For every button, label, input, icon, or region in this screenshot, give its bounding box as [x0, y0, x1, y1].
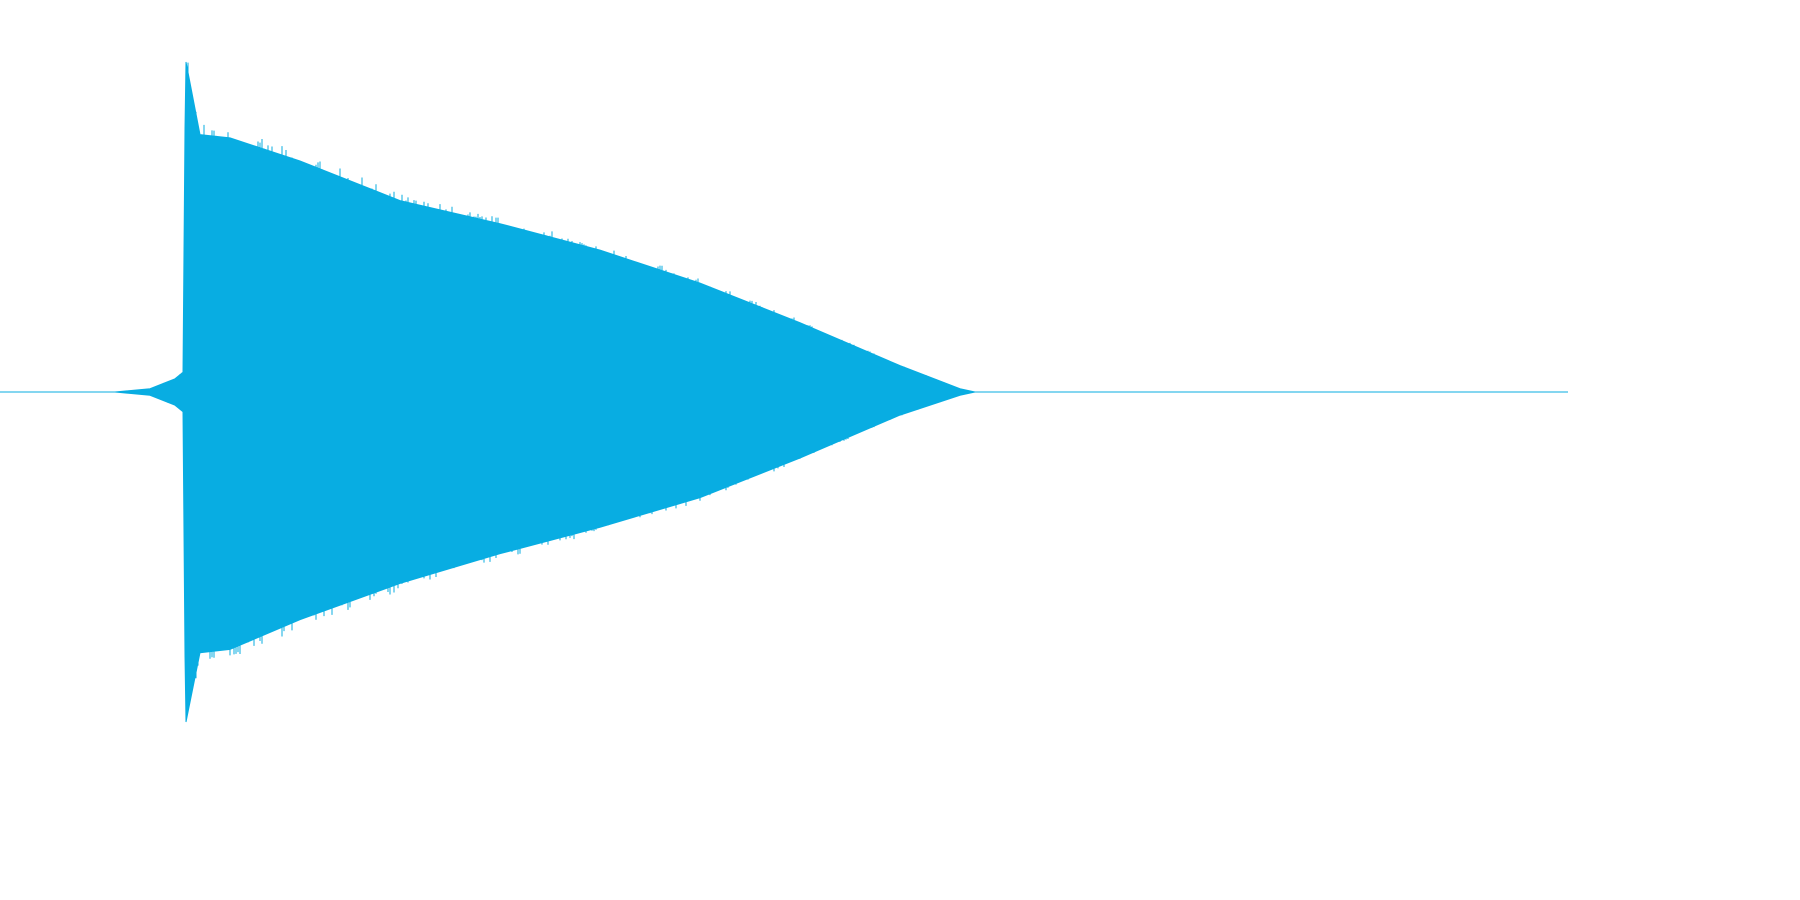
plot-area	[0, 61, 1568, 723]
waveform-sample-spikes	[115, 62, 975, 719]
